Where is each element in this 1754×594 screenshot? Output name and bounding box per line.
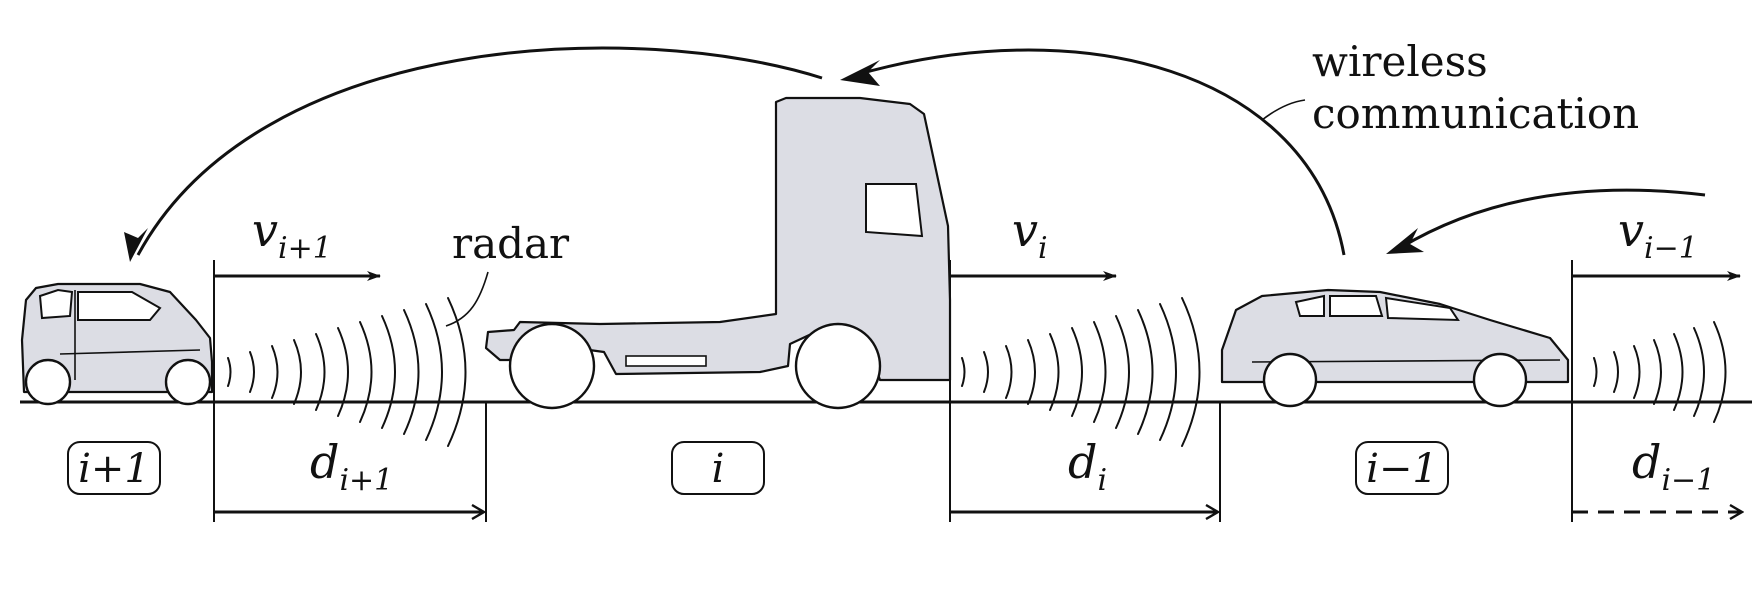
distance-label-next: di+1: [310, 435, 393, 498]
distance-label-cur: di: [1068, 435, 1107, 498]
distance-label-prev: di−1: [1632, 435, 1715, 498]
badge-cur: i: [671, 441, 765, 495]
comm-arrowhead-truck: [840, 60, 880, 86]
comm-arc-hatch-to-truck: [851, 48, 1346, 256]
vehicle-hatchback: [1220, 288, 1570, 408]
radar-waves-hatch: [1593, 321, 1727, 423]
badge-prev: i−1: [1355, 441, 1449, 495]
comm-arrowhead-left-car: [124, 228, 148, 262]
wireless-leader-line: [1261, 99, 1306, 121]
vehicle-small-car: [20, 282, 214, 406]
comm-arc-incoming: [1399, 188, 1706, 250]
wireless-label-line1: wireless: [1312, 37, 1488, 86]
radar-label: radar: [452, 219, 570, 268]
badge-next-text: i+1: [78, 446, 150, 492]
wireless-label-line2: communication: [1312, 89, 1639, 138]
radar-waves-truck: [961, 297, 1201, 447]
velocity-label-prev: vi−1: [1618, 203, 1698, 266]
vehicle-truck: [484, 96, 952, 410]
comm-arrowhead-hatch: [1386, 228, 1424, 254]
radar-waves-left-car: [227, 297, 467, 447]
velocity-label-next: vi+1: [252, 203, 332, 266]
radar-leader-line: [445, 271, 489, 327]
badge-next: i+1: [67, 441, 161, 495]
badge-cur-text: i: [712, 446, 725, 492]
comm-arc-truck-to-car: [136, 46, 823, 256]
badge-prev-text: i−1: [1366, 446, 1438, 492]
velocity-label-cur: vi: [1012, 203, 1048, 266]
